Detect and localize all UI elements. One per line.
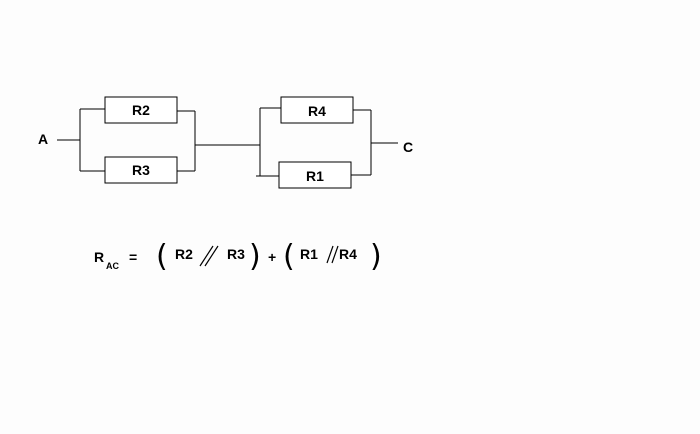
parallel-mark-1b [204, 245, 219, 267]
eq-paren-open-1: ( [156, 239, 168, 274]
eq-paren-close-2: ) [370, 239, 382, 274]
resistor-r3 [104, 156, 178, 184]
eq-plus: + [268, 249, 276, 265]
resistor-r3-label: R3 [132, 162, 150, 178]
eq-term-r4: R4 [339, 246, 357, 262]
parallel-mark-2b [331, 245, 339, 264]
eq-paren-open-2: ( [283, 239, 295, 274]
eq-term-r2: R2 [175, 246, 193, 262]
resistor-r1-label: R1 [306, 168, 324, 184]
eq-r-symbol: R [94, 249, 104, 265]
eq-paren-close-1: ) [249, 239, 261, 274]
resistor-r2 [104, 96, 178, 124]
node-a-label: A [38, 131, 48, 147]
parallel-mark-2a [326, 245, 334, 264]
eq-equals: = [129, 249, 137, 265]
node-c-label: C [403, 139, 413, 155]
parallel-mark-1a [199, 245, 214, 267]
eq-r-subscript: AC [106, 261, 119, 271]
eq-term-r1: R1 [300, 246, 318, 262]
resistor-r1 [278, 161, 352, 189]
eq-term-r3: R3 [227, 246, 245, 262]
resistor-r4-label: R4 [308, 103, 326, 119]
resistor-r2-label: R2 [132, 102, 150, 118]
